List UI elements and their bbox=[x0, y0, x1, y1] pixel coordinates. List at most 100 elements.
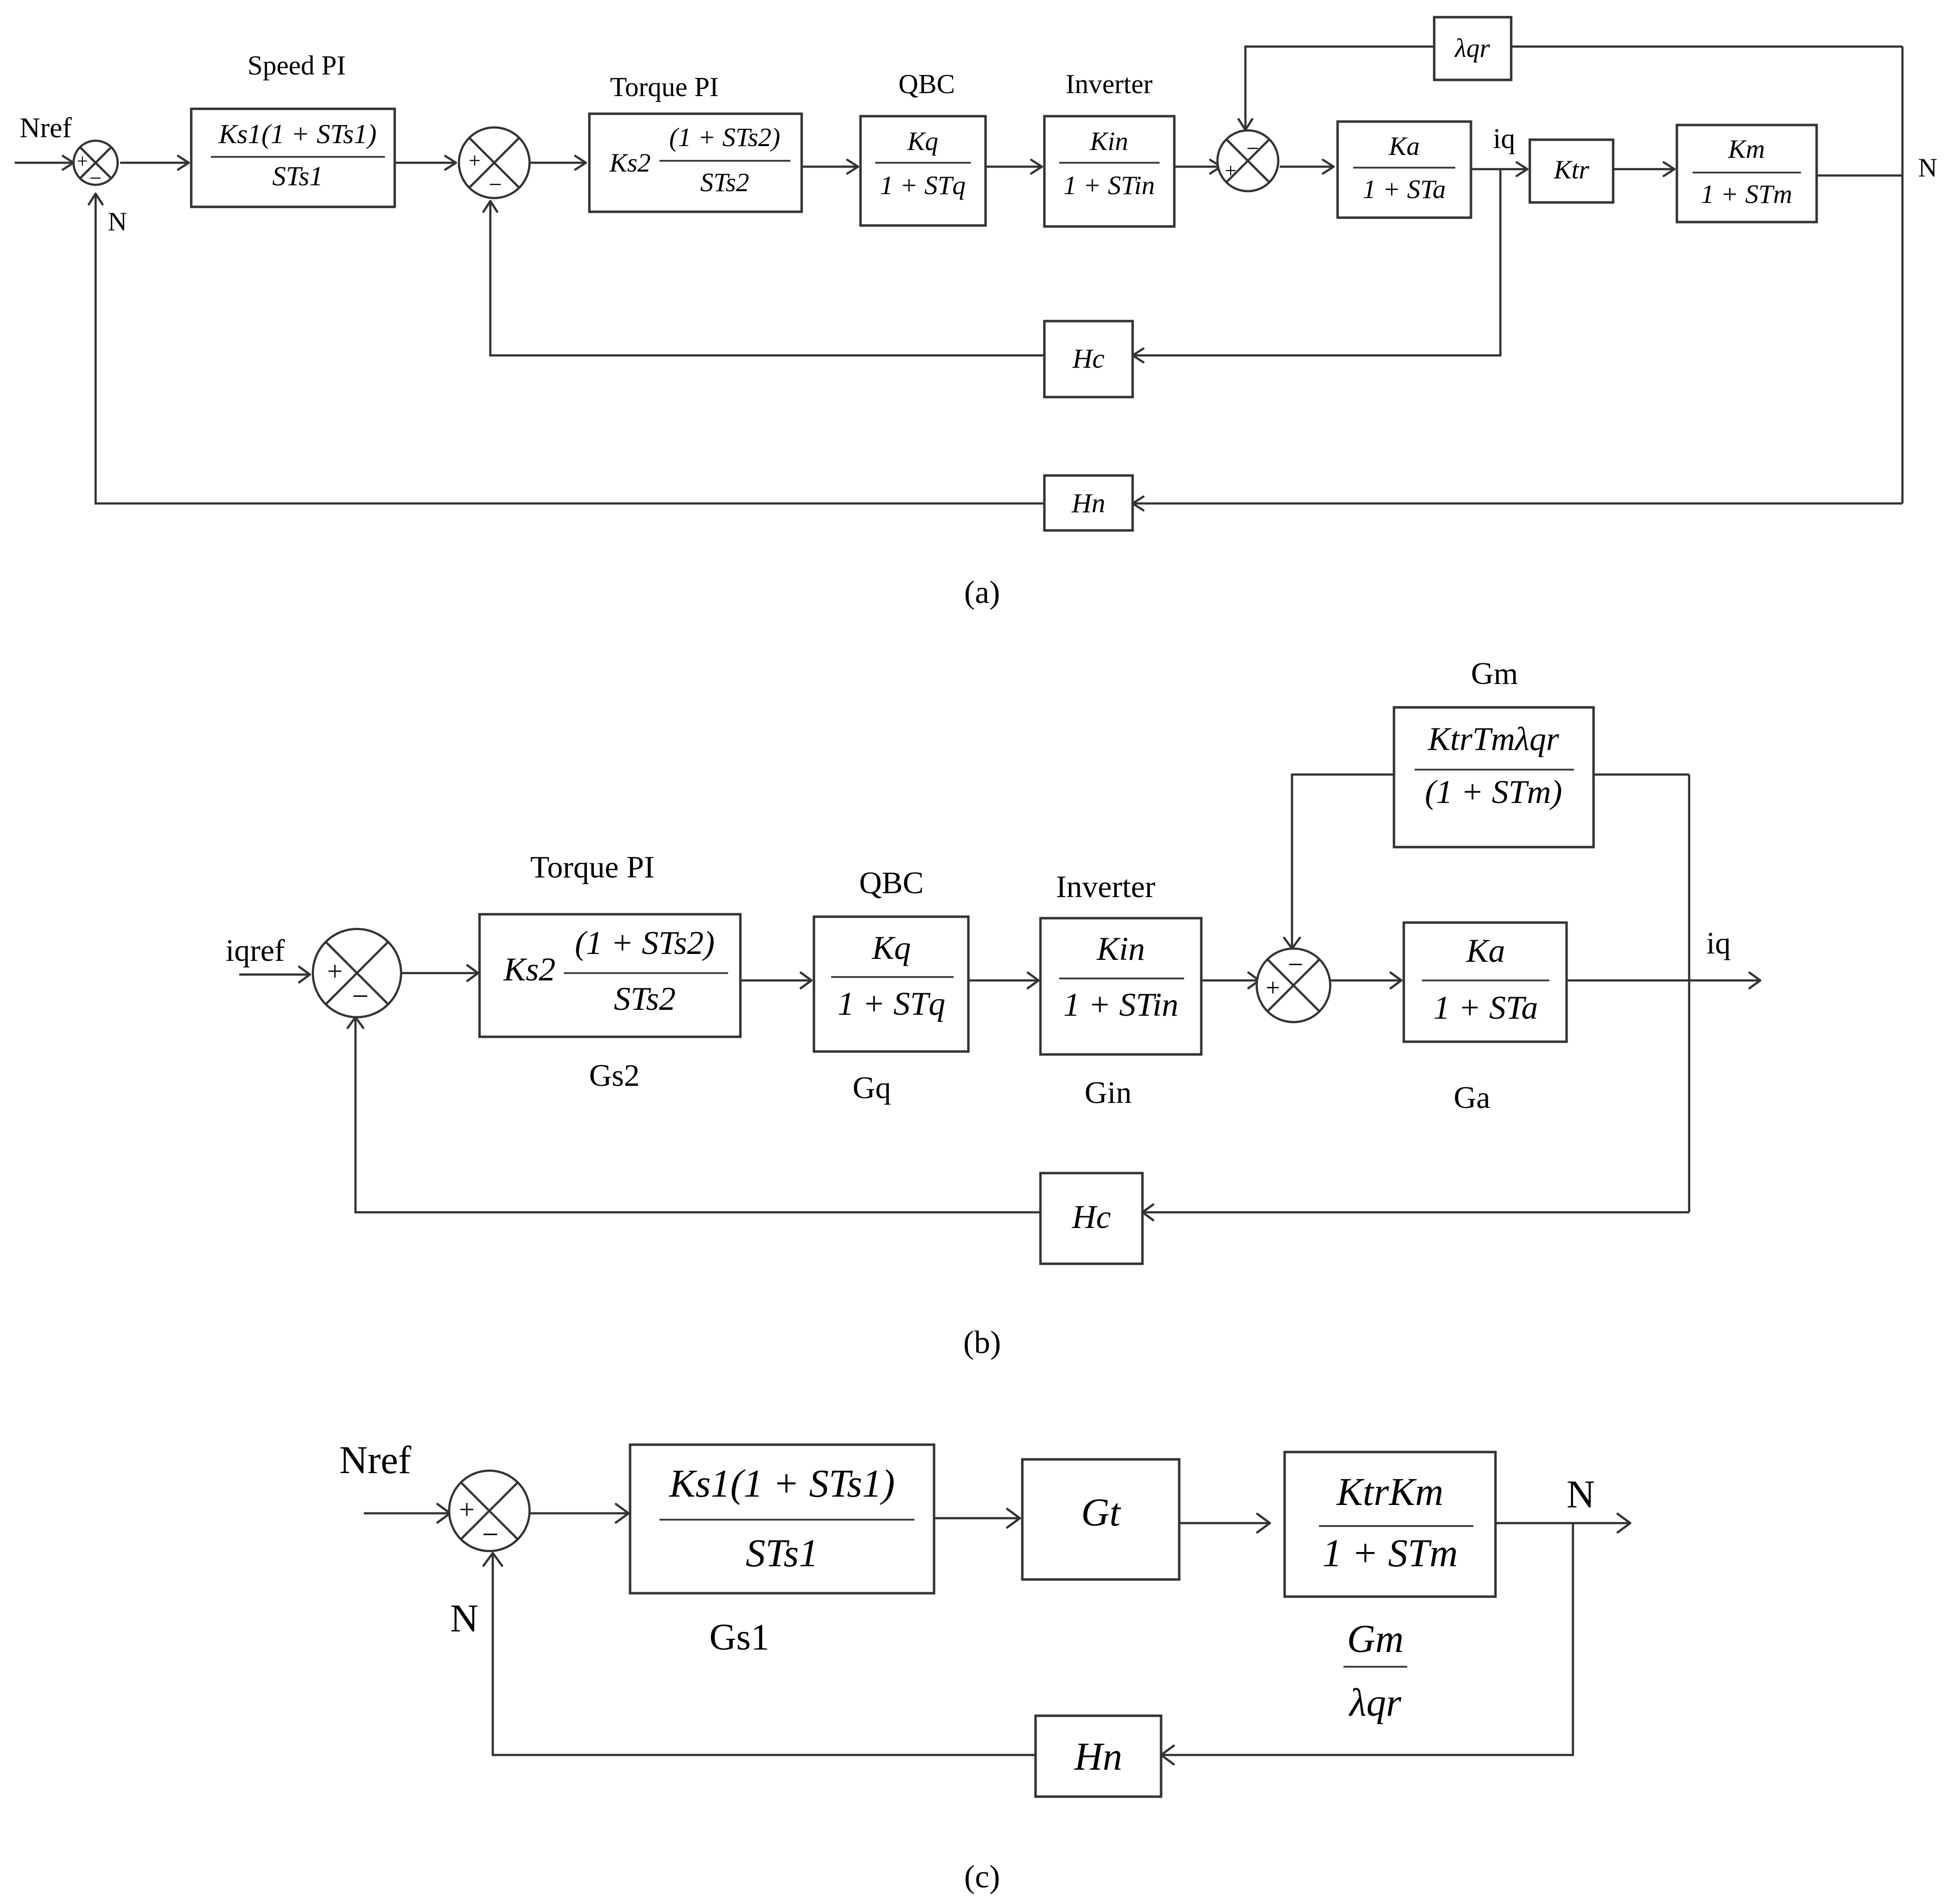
sum-1-plus: + bbox=[77, 150, 88, 172]
torque-pi-header-b: Torque PI bbox=[530, 850, 654, 884]
sum-3-plus: + bbox=[1225, 160, 1237, 182]
inverter-block-b: Kin 1 + STin bbox=[1039, 917, 1203, 1056]
torque-pi-header-a: Torque PI bbox=[610, 72, 719, 102]
inverter-denominator-b: 1 + STin bbox=[1064, 986, 1179, 1023]
iq-label-b: iq bbox=[1706, 926, 1731, 960]
inverter-numerator: Kin bbox=[1089, 126, 1128, 156]
panel-a-wires bbox=[15, 45, 1904, 505]
armature-numerator-b: Ka bbox=[1466, 932, 1505, 969]
lambda-qr-block: λqr bbox=[1433, 16, 1513, 81]
qbc-header-a: QBC bbox=[898, 69, 955, 100]
iqref-label-b: iqref bbox=[226, 933, 285, 968]
n-feedback-label-a: N bbox=[108, 207, 127, 236]
torque-pi-block-b: Ks2 (1 + STs2) STs2 bbox=[478, 913, 742, 1038]
qbc-block: Kq 1 + STq bbox=[859, 115, 987, 227]
sum-2-plus: + bbox=[469, 149, 481, 173]
sum-b1-plus: + bbox=[327, 956, 343, 987]
nref-label-c: Nref bbox=[339, 1439, 411, 1482]
panel-c-sum: + − bbox=[448, 1469, 531, 1553]
armature-block: Ka 1 + STa bbox=[1336, 120, 1472, 219]
n-output-label-c: N bbox=[1567, 1473, 1595, 1516]
gm-ratio-denominator: λqr bbox=[1348, 1681, 1402, 1725]
qbc-numerator-b: Kq bbox=[871, 929, 911, 966]
hn-label-a: Hn bbox=[1071, 488, 1105, 519]
speed-pi-header: Speed PI bbox=[248, 50, 346, 81]
qbc-denominator-b: 1 + STq bbox=[837, 985, 945, 1022]
inverter-block: Kin 1 + STin bbox=[1043, 115, 1176, 228]
gt-block: Gt bbox=[1021, 1458, 1181, 1581]
caption-b: (b) bbox=[963, 1325, 1001, 1360]
armature-denominator-b: 1 + STa bbox=[1433, 989, 1538, 1026]
iq-label-a: iq bbox=[1493, 123, 1515, 154]
gq-label: Gq bbox=[853, 1070, 891, 1105]
sum-c-minus: − bbox=[482, 1518, 499, 1551]
panel-b-sum-1: + − bbox=[311, 927, 403, 1019]
panel-b-wires bbox=[239, 773, 1760, 1214]
speed-pi-denominator: STs1 bbox=[272, 161, 323, 192]
caption-a: (a) bbox=[964, 575, 1000, 610]
hn-label-c: Hn bbox=[1074, 1735, 1122, 1779]
hn-block-a: Hn bbox=[1043, 474, 1134, 532]
speed-pi-numerator: Ks1(1 + STs1) bbox=[218, 119, 377, 150]
motor-block: Km 1 + STm bbox=[1675, 124, 1818, 224]
torque-pi-numerator-b: (1 + STs2) bbox=[575, 924, 714, 961]
plant-numerator-c: KtrKm bbox=[1336, 1471, 1444, 1514]
torque-pi-gain-b: Ks2 bbox=[503, 951, 556, 988]
hc-label-a: Hc bbox=[1072, 344, 1104, 374]
motor-numerator: Km bbox=[1727, 134, 1765, 164]
qbc-header-b: QBC bbox=[859, 865, 924, 900]
speed-pi-block-c: Ks1(1 + STs1) STs1 bbox=[629, 1443, 936, 1595]
qbc-block-b: Kq 1 + STq bbox=[812, 915, 970, 1053]
speed-pi-block: Ks1(1 + STs1) STs1 bbox=[190, 107, 396, 208]
lambda-qr-label: λqr bbox=[1454, 33, 1490, 63]
hc-label-b: Hc bbox=[1071, 1198, 1111, 1235]
armature-block-b: Ka 1 + STa bbox=[1402, 921, 1568, 1043]
motor-denominator: 1 + STm bbox=[1701, 179, 1792, 209]
torque-pi-gain: Ks2 bbox=[609, 148, 651, 177]
n-feedback-label-c: N bbox=[450, 1597, 479, 1640]
sum-b1-minus: − bbox=[352, 980, 369, 1012]
panel-b: + − + − Ks2 (1 + STs2) STs2 Kq 1 + STq K… bbox=[226, 656, 1762, 1360]
gm-block-b: KtrTmλqr (1 + STm) bbox=[1393, 706, 1595, 849]
armature-numerator: Ka bbox=[1388, 131, 1419, 161]
torque-pi-denominator-b: STs2 bbox=[614, 980, 676, 1017]
sum-1-minus: − bbox=[90, 166, 102, 190]
gm-header-b: Gm bbox=[1471, 656, 1518, 691]
gin-label: Gin bbox=[1085, 1075, 1132, 1110]
panel-a: + − + − + − Ks1(1 + STs1) STs1 Ks2 (1 bbox=[15, 16, 1937, 610]
sum-c-plus: + bbox=[459, 1495, 475, 1525]
panel-a-sum-3: + − bbox=[1216, 129, 1280, 193]
hc-block-b: Hc bbox=[1039, 1172, 1144, 1265]
ktr-block: Ktr bbox=[1528, 138, 1615, 204]
qbc-denominator: 1 + STq bbox=[880, 171, 965, 200]
gs1-label: Gs1 bbox=[709, 1617, 769, 1658]
sum-2-minus: − bbox=[488, 172, 502, 198]
plant-denominator-c: 1 + STm bbox=[1322, 1532, 1458, 1575]
hc-block-a: Hc bbox=[1043, 320, 1134, 399]
panel-c-wires bbox=[364, 1512, 1630, 1756]
sum-b2-plus: + bbox=[1266, 974, 1280, 1002]
gt-label: Gt bbox=[1081, 1491, 1121, 1534]
caption-c: (c) bbox=[964, 1859, 1000, 1895]
sum-3-minus: − bbox=[1246, 136, 1259, 161]
gm-over-lambda-label: Gm λqr bbox=[1343, 1618, 1407, 1725]
nref-label-a: Nref bbox=[20, 112, 72, 144]
gm-denominator-b: (1 + STm) bbox=[1425, 773, 1562, 810]
inverter-denominator: 1 + STin bbox=[1064, 171, 1155, 200]
torque-pi-numerator: (1 + STs2) bbox=[669, 123, 781, 152]
plant-block-c: KtrKm 1 + STm bbox=[1283, 1451, 1497, 1598]
inverter-header-a: Inverter bbox=[1065, 69, 1153, 100]
speed-pi-denominator-c: STs1 bbox=[746, 1532, 818, 1575]
gs2-label: Gs2 bbox=[589, 1058, 639, 1093]
torque-pi-denominator: STs2 bbox=[700, 168, 749, 197]
ktr-label: Ktr bbox=[1553, 155, 1590, 184]
hn-block-c: Hn bbox=[1034, 1714, 1163, 1798]
qbc-numerator: Kq bbox=[907, 126, 938, 156]
speed-pi-numerator-c: Ks1(1 + STs1) bbox=[669, 1462, 895, 1505]
ga-label: Ga bbox=[1454, 1080, 1491, 1115]
panel-b-sum-2: + − bbox=[1255, 947, 1332, 1024]
panel-a-sum-1: + − bbox=[72, 139, 119, 190]
n-output-label-a: N bbox=[1918, 153, 1937, 182]
panel-c: + − Ks1(1 + STs1) STs1 Gt KtrKm 1 + STm … bbox=[339, 1439, 1632, 1895]
